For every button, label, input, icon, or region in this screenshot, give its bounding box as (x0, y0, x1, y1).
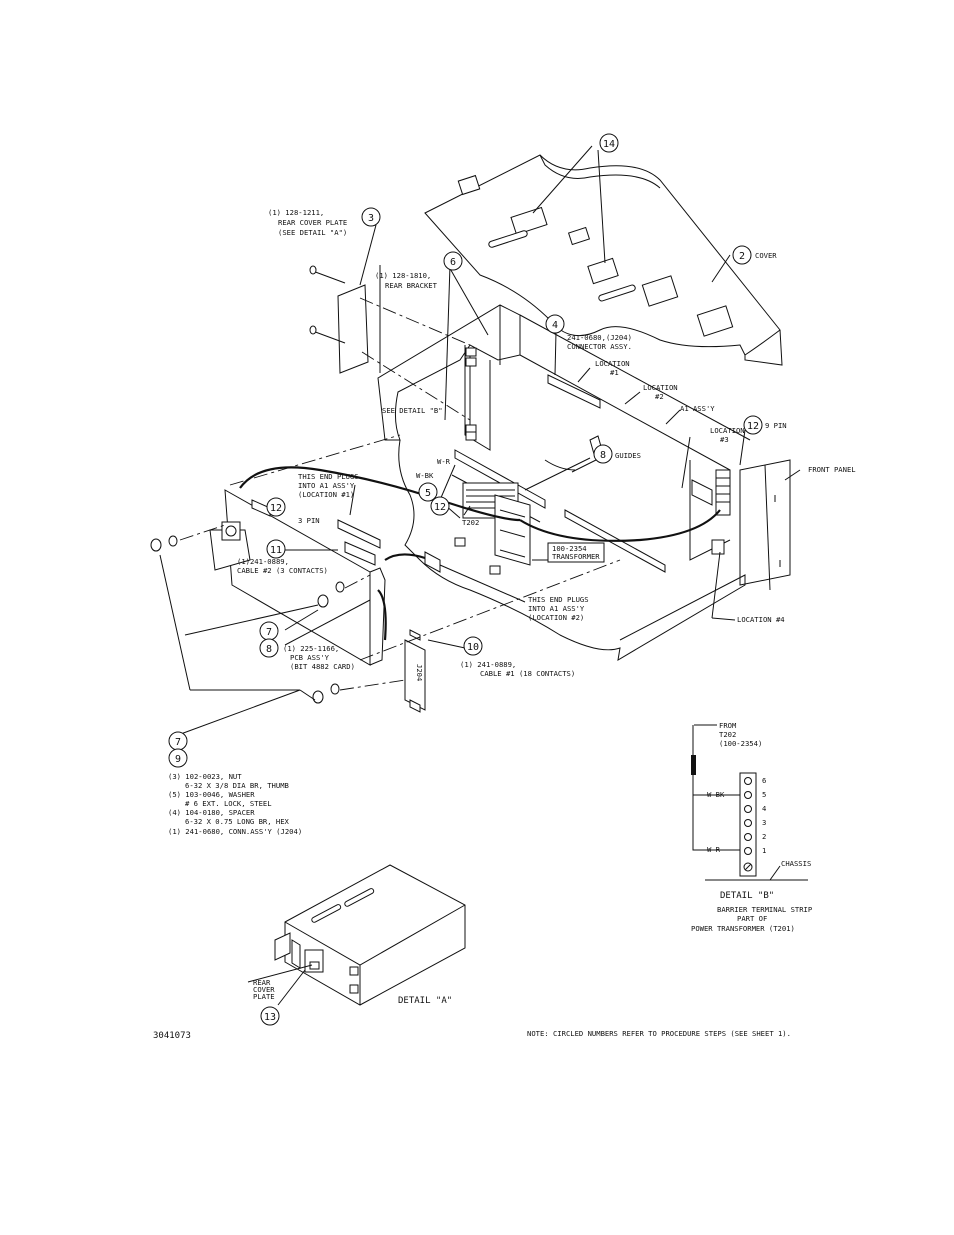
pcb-assy-label-3: (BIT 4882 CARD) (290, 662, 355, 671)
guides-label: GUIDES (615, 451, 641, 460)
detail-a-rear-label-1: REAR (253, 978, 271, 987)
detail-b-wbk: W-BK (707, 790, 725, 799)
callout-8-pcb: 8 (266, 644, 272, 655)
cable1-label-2: CABLE #1 (18 CONTACTS) (480, 669, 575, 678)
rear-cover-plate (309, 224, 471, 421)
rear-cover-plate-label-3: (SEE DETAIL "A") (278, 228, 347, 237)
j204-label: J204 (415, 664, 424, 681)
hardware-line-3: (5) 103-0046, WASHER (168, 790, 255, 799)
callout-11: 11 (270, 545, 282, 556)
footer: 3041073 NOTE: CIRCLED NUMBERS REFER TO P… (153, 1029, 791, 1041)
plug-loc1-label-1: THIS END PLUGS (298, 472, 359, 481)
plug-loc1-label-3: (LOCATION #1) (298, 490, 354, 499)
terminal-5: 5 (762, 790, 766, 799)
detail-b-caption-1: BARRIER TERMINAL STRIP (717, 905, 812, 914)
cable2-label-2: CABLE #2 (3 CONTACTS) (237, 566, 328, 575)
rear-cover-plate-label-1: (1) 128-1211, (268, 208, 324, 217)
callout-12-three-pin: 12 (270, 503, 282, 514)
location2-label-2: #2 (655, 392, 664, 401)
a1-assy-label: A1 ASS'Y (680, 404, 715, 413)
callout-3: 3 (368, 213, 374, 224)
location1-label-2: #1 (610, 368, 619, 377)
transformer-box-label-1: 100-2354 (552, 544, 587, 553)
rear-bracket-label-2: REAR BRACKET (385, 281, 438, 290)
callout-7-hardware: 7 (175, 737, 181, 748)
plug-loc2-label-2: INTO A1 ASS'Y (528, 604, 585, 613)
callout-13: 13 (264, 1012, 276, 1023)
hardware-line-5: (4) 104-0180, SPACER (168, 808, 255, 817)
terminal-1: 1 (762, 846, 766, 855)
detail-b-caption-2: PART OF (737, 914, 767, 923)
procedure-note: NOTE: CIRCLED NUMBERS REFER TO PROCEDURE… (527, 1029, 791, 1038)
detail-a: REAR COVER PLATE DETAIL "A" (247, 864, 466, 1006)
callout-7-pcb: 7 (266, 627, 272, 638)
callout-5: 5 (425, 488, 431, 499)
hardware-line-4: # 6 EXT. LOCK, STEEL (185, 799, 272, 808)
callout-circles (168, 133, 763, 1026)
hardware-line-6: 6-32 X 0.75 LONG BR, HEX (185, 817, 290, 826)
cable2-label-1: (1)241-0889, (237, 557, 289, 566)
detail-b-title: DETAIL "B" (720, 891, 774, 901)
cover-part (424, 145, 783, 366)
hardware-list: (3) 102-0023, NUT 6-32 X 3/8 DIA BR, THU… (168, 772, 302, 836)
location3-label-2: #3 (720, 435, 729, 444)
callout-numbers: 14 2 3 6 4 12 8 5 12 12 11 7 8 10 7 9 13 (175, 139, 759, 1023)
pcb-assy-label-1: (1) 225-1166, (283, 644, 339, 653)
w-bk-label: W-BK (416, 471, 434, 480)
location1-label-1: LOCATION (595, 359, 630, 368)
detail-b-wr: W-R (707, 845, 721, 854)
callout-12-transformer: 12 (434, 502, 446, 513)
plug-loc2-label-1: THIS END PLUGS (528, 595, 589, 604)
three-pin-label: 3 PIN (298, 516, 320, 525)
hardware-line-1: (3) 102-0023, NUT (168, 772, 242, 781)
rear-bracket-label-1: (1) 128-1810, (375, 271, 431, 280)
chassis (377, 304, 791, 661)
pcb-assy-label-2: PCB ASS'Y (290, 653, 330, 662)
connector-assy-label-2: CONNECTOR ASSY. (567, 342, 632, 351)
transformer-box-label-2: TRANSFORMER (552, 552, 600, 561)
part-labels: COVER (1) 128-1211, REAR COVER PLATE (SE… (237, 208, 856, 681)
plug-loc1-label-2: INTO A1 ASS'Y (298, 481, 355, 490)
callout-8-guides: 8 (600, 450, 606, 461)
callout-10: 10 (467, 642, 479, 653)
terminal-3: 3 (762, 818, 766, 827)
terminal-2: 2 (762, 832, 766, 841)
chassis-label: CHASSIS (781, 859, 811, 868)
cable1-label-1: (1) 241-0889, (460, 660, 516, 669)
callout-6: 6 (450, 257, 456, 268)
detail-a-title: DETAIL "A" (398, 996, 452, 1006)
terminal-6: 6 (762, 776, 766, 785)
detail-a-rear-label-3: PLATE (253, 992, 275, 1001)
front-panel-label: FRONT PANEL (808, 465, 856, 474)
hardware-line-7: (1) 241-0680, CONN.ASS'Y (J204) (168, 827, 302, 836)
w-r-label: W-R (437, 457, 451, 466)
see-detail-b-label: SEE DETAIL "B" (382, 406, 443, 415)
callout-4: 4 (552, 320, 558, 331)
location3-label-1: LOCATION (710, 426, 745, 435)
detail-a-rear-label-2: COVER (253, 985, 275, 994)
detail-b-from-3: (100-2354) (719, 739, 762, 748)
callout-12-nine-pin: 12 (747, 421, 759, 432)
cover-label: COVER (755, 251, 777, 260)
terminal-4: 4 (762, 804, 766, 813)
callout-14: 14 (603, 139, 615, 150)
location2-label-1: LOCATION (643, 383, 678, 392)
t202-label: T202 (462, 518, 479, 527)
detail-b: FROM T202 (100-2354) W-BK W-R 6 5 4 3 2 … (691, 721, 812, 933)
rear-cover-plate-label-2: REAR COVER PLATE (278, 218, 347, 227)
callout-2: 2 (739, 251, 745, 262)
drawing-number: 3041073 (153, 1031, 191, 1041)
location4-label: LOCATION #4 (737, 615, 785, 624)
hardware-line-2: 6-32 X 3/8 DIA BR, THUMB (185, 781, 289, 790)
connector-assy-label-1: 241-0680,(J204) (567, 333, 632, 342)
leader-lines (270, 254, 801, 649)
nine-pin-label: 9 PIN (765, 421, 787, 430)
detail-b-from-2: T202 (719, 730, 736, 739)
detail-b-from-1: FROM (719, 721, 737, 730)
pcb-assembly (150, 434, 621, 736)
plug-loc2-label-3: (LOCATION #2) (528, 613, 584, 622)
callout-9: 9 (175, 754, 181, 765)
detail-b-caption-3: POWER TRANSFORMER (T201) (691, 924, 795, 933)
